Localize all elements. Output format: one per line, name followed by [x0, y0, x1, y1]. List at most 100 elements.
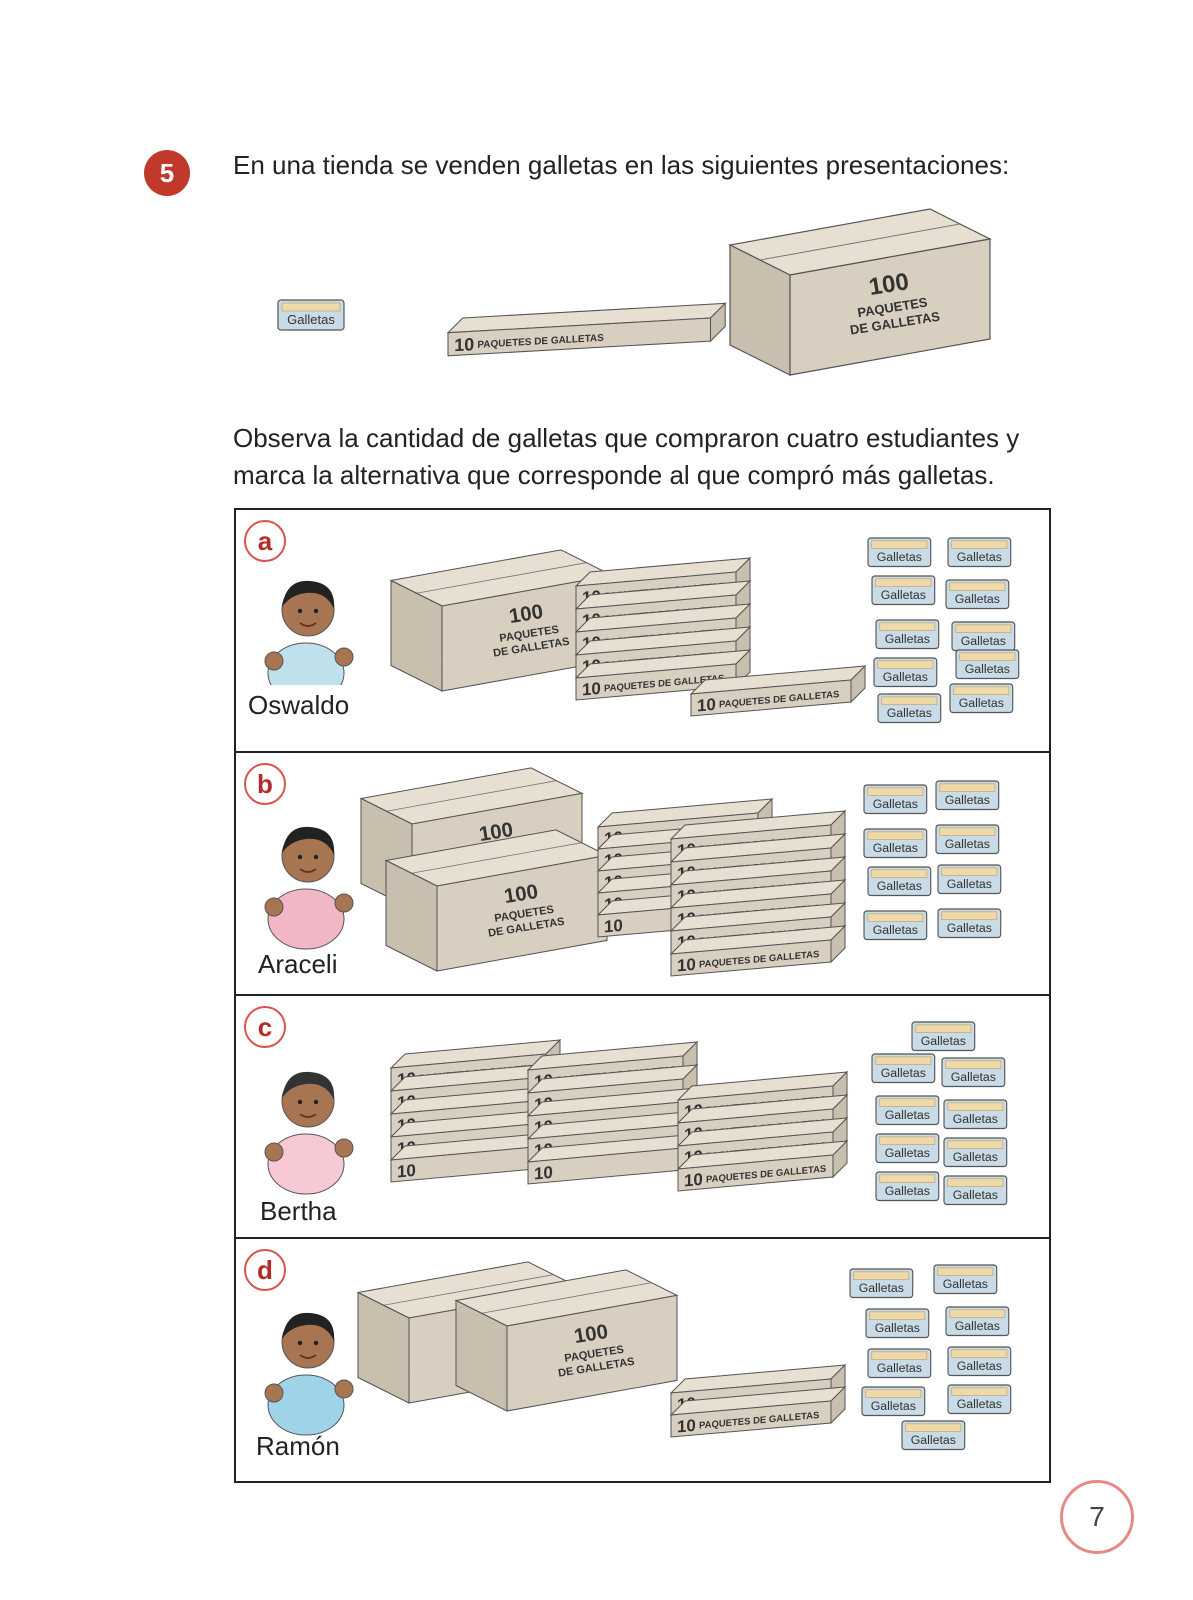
cookie-packet: Galletas — [875, 1133, 940, 1164]
svg-text:Galletas: Galletas — [881, 1066, 926, 1080]
cookie-packet: Galletas — [863, 784, 928, 815]
svg-text:Galletas: Galletas — [953, 1188, 998, 1202]
svg-text:Galletas: Galletas — [951, 1070, 996, 1084]
svg-text:Galletas: Galletas — [959, 696, 1004, 710]
kid-body — [267, 1374, 345, 1436]
kid-body — [267, 1133, 345, 1195]
cookie-packet: Galletas — [863, 910, 928, 941]
cookie-packet: Galletas — [949, 683, 1014, 714]
student-name-bertha: Bertha — [260, 1196, 337, 1226]
cookie-packet: Galletas — [871, 1171, 873, 1173]
svg-text:10: 10 — [534, 1163, 553, 1184]
svg-text:Galletas: Galletas — [873, 841, 918, 855]
svg-text:DE GALLETAS: DE GALLETAS — [849, 309, 941, 338]
cookie-packet: Galletas — [947, 537, 1012, 568]
svg-text:Galletas: Galletas — [945, 837, 990, 851]
cookie-packet: Galletas — [951, 621, 1016, 652]
cookie-packet: Galletas — [937, 864, 1002, 895]
cookie-packet: Galletas — [935, 824, 1000, 855]
cookie-packet: Galletas — [863, 828, 928, 859]
svg-text:Galletas: Galletas — [947, 921, 992, 935]
student-name-araceli: Araceli — [258, 949, 338, 979]
svg-text:Galletas: Galletas — [859, 1281, 904, 1295]
student-ramon-illustration — [264, 1312, 354, 1436]
svg-text:100: 100 — [867, 268, 911, 301]
svg-text:Galletas: Galletas — [957, 550, 1002, 564]
cookie-packet: Galletas — [935, 780, 1000, 811]
svg-text:100: 100 — [573, 1321, 610, 1348]
svg-text:Galletas: Galletas — [955, 1319, 1000, 1333]
cookie-packet: Galletas — [877, 693, 942, 724]
cookie-packet: Galletas — [947, 1346, 1012, 1377]
kid-hand — [264, 897, 284, 917]
page-number: 7 — [1060, 1480, 1134, 1554]
svg-text:10: 10 — [454, 334, 474, 355]
cookie-packet: Galletas — [945, 1306, 1010, 1337]
kid-hand — [264, 1383, 284, 1403]
svg-text:100: 100 — [503, 881, 540, 908]
cookie-packet: Galletas — [875, 1095, 940, 1126]
kid-hand — [264, 651, 284, 671]
option-letter-d[interactable]: d — [244, 1249, 286, 1291]
svg-text:Galletas: Galletas — [885, 1108, 930, 1122]
cookie-packet: Galletas — [861, 1386, 926, 1417]
cookie-packet: Galletas — [875, 619, 940, 650]
kid-hair — [282, 1071, 335, 1100]
svg-text:Galletas: Galletas — [885, 1184, 930, 1198]
svg-text:10: 10 — [677, 955, 696, 976]
cookie-packet: Galletas — [937, 908, 1002, 939]
svg-text:Galletas: Galletas — [881, 588, 926, 602]
svg-text:Galletas: Galletas — [877, 1361, 922, 1375]
option-letter-a[interactable]: a — [244, 520, 286, 562]
cookie-packet: Galletas — [945, 579, 1010, 610]
svg-text:Galletas: Galletas — [871, 1399, 916, 1413]
svg-text:10: 10 — [604, 916, 623, 937]
cookie-packet: Galletas — [875, 1171, 940, 1202]
kid-hair — [282, 1312, 335, 1341]
cookie-packet: Galletas — [943, 1175, 1008, 1206]
svg-text:10: 10 — [582, 679, 601, 700]
svg-text:Galletas: Galletas — [883, 670, 928, 684]
cookie-packet: Galletas — [871, 575, 936, 606]
svg-text:Galletas: Galletas — [965, 662, 1010, 676]
kid-hair — [282, 580, 335, 609]
svg-text:10: 10 — [677, 1416, 696, 1437]
svg-text:Galletas: Galletas — [875, 1321, 920, 1335]
kid-hand — [264, 1142, 284, 1162]
cookie-packet: Galletas — [873, 657, 938, 688]
svg-text:Galletas: Galletas — [885, 632, 930, 646]
kid-hand — [334, 1138, 354, 1158]
kid-hand — [334, 647, 354, 667]
kid-hand — [334, 893, 354, 913]
cookie-packet: Galletas — [867, 537, 932, 568]
svg-text:PAQUETES DE GALLETAS: PAQUETES DE GALLETAS — [477, 333, 604, 351]
kid-hair — [282, 826, 335, 855]
cookie-packet: Galletas — [911, 1021, 976, 1052]
svg-text:Galletas: Galletas — [885, 1146, 930, 1160]
student-bertha-illustration — [264, 1071, 354, 1195]
box-10-packets: 10 — [389, 1130, 562, 1183]
option-letter-b[interactable]: b — [244, 763, 286, 805]
svg-text:Galletas: Galletas — [877, 879, 922, 893]
cookie-packet: Galletas — [943, 1137, 1008, 1168]
kid-body — [267, 888, 345, 950]
kid-body — [267, 642, 345, 685]
svg-text:Galletas: Galletas — [911, 1433, 956, 1447]
svg-text:Galletas: Galletas — [957, 1359, 1002, 1373]
option-letter-c[interactable]: c — [244, 1006, 286, 1048]
